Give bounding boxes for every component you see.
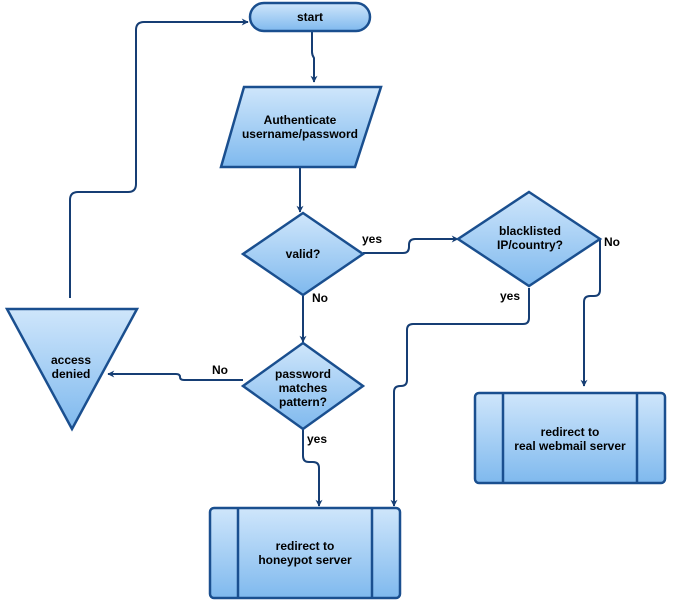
edge-valid-yes-to-blacklisted [363,235,459,254]
node-start-label: start [297,10,323,24]
node-password-line-1: password [275,367,331,381]
edge-denied-to-start [69,18,249,298]
edge-password-yes-to-honeypot [302,428,323,507]
node-blacklisted: blacklisted IP/country? [455,190,603,288]
node-authenticate-line-2: username/password [242,127,358,141]
edge-label-blacklisted-yes: yes [500,289,520,303]
node-honeypot-line-2: honeypot server [258,553,352,567]
node-blacklisted-line-1: blacklisted [499,224,561,238]
edge-label-password-yes: yes [307,432,327,446]
node-valid-label: valid? [286,247,321,261]
edge-label-valid-no: No [312,291,328,305]
edge-label-valid-yes: yes [362,232,382,246]
node-honeypot: redirect to honeypot server [208,506,402,600]
node-authenticate: Authenticate username/password [219,85,383,169]
node-webmail-line-2: real webmail server [514,439,626,453]
node-password-line-2: matches [279,381,328,395]
edge-label-password-no: No [212,363,228,377]
edge-start-to-authenticate [310,32,318,83]
node-start: start [248,1,372,33]
node-valid: valid? [240,211,366,297]
node-honeypot-line-1: redirect to [276,539,335,553]
node-authenticate-line-1: Authenticate [264,113,337,127]
node-access-denied-line-1: access [51,353,91,367]
edge-blacklisted-yes-to-honeypot [390,288,530,507]
node-webmail-line-1: redirect to [541,425,600,439]
node-password-matches: password matches pattern? [240,341,366,431]
node-blacklisted-line-2: IP/country? [497,238,563,252]
node-access-denied: access denied [4,307,140,432]
node-access-denied-line-2: denied [52,367,91,381]
edge-blacklisted-no-to-webmail [580,238,601,387]
edge-password-no-to-denied [107,370,243,381]
node-real-webmail: redirect to real webmail server [473,391,667,485]
edge-label-blacklisted-no: No [604,235,620,249]
node-password-line-3: pattern? [279,395,327,409]
